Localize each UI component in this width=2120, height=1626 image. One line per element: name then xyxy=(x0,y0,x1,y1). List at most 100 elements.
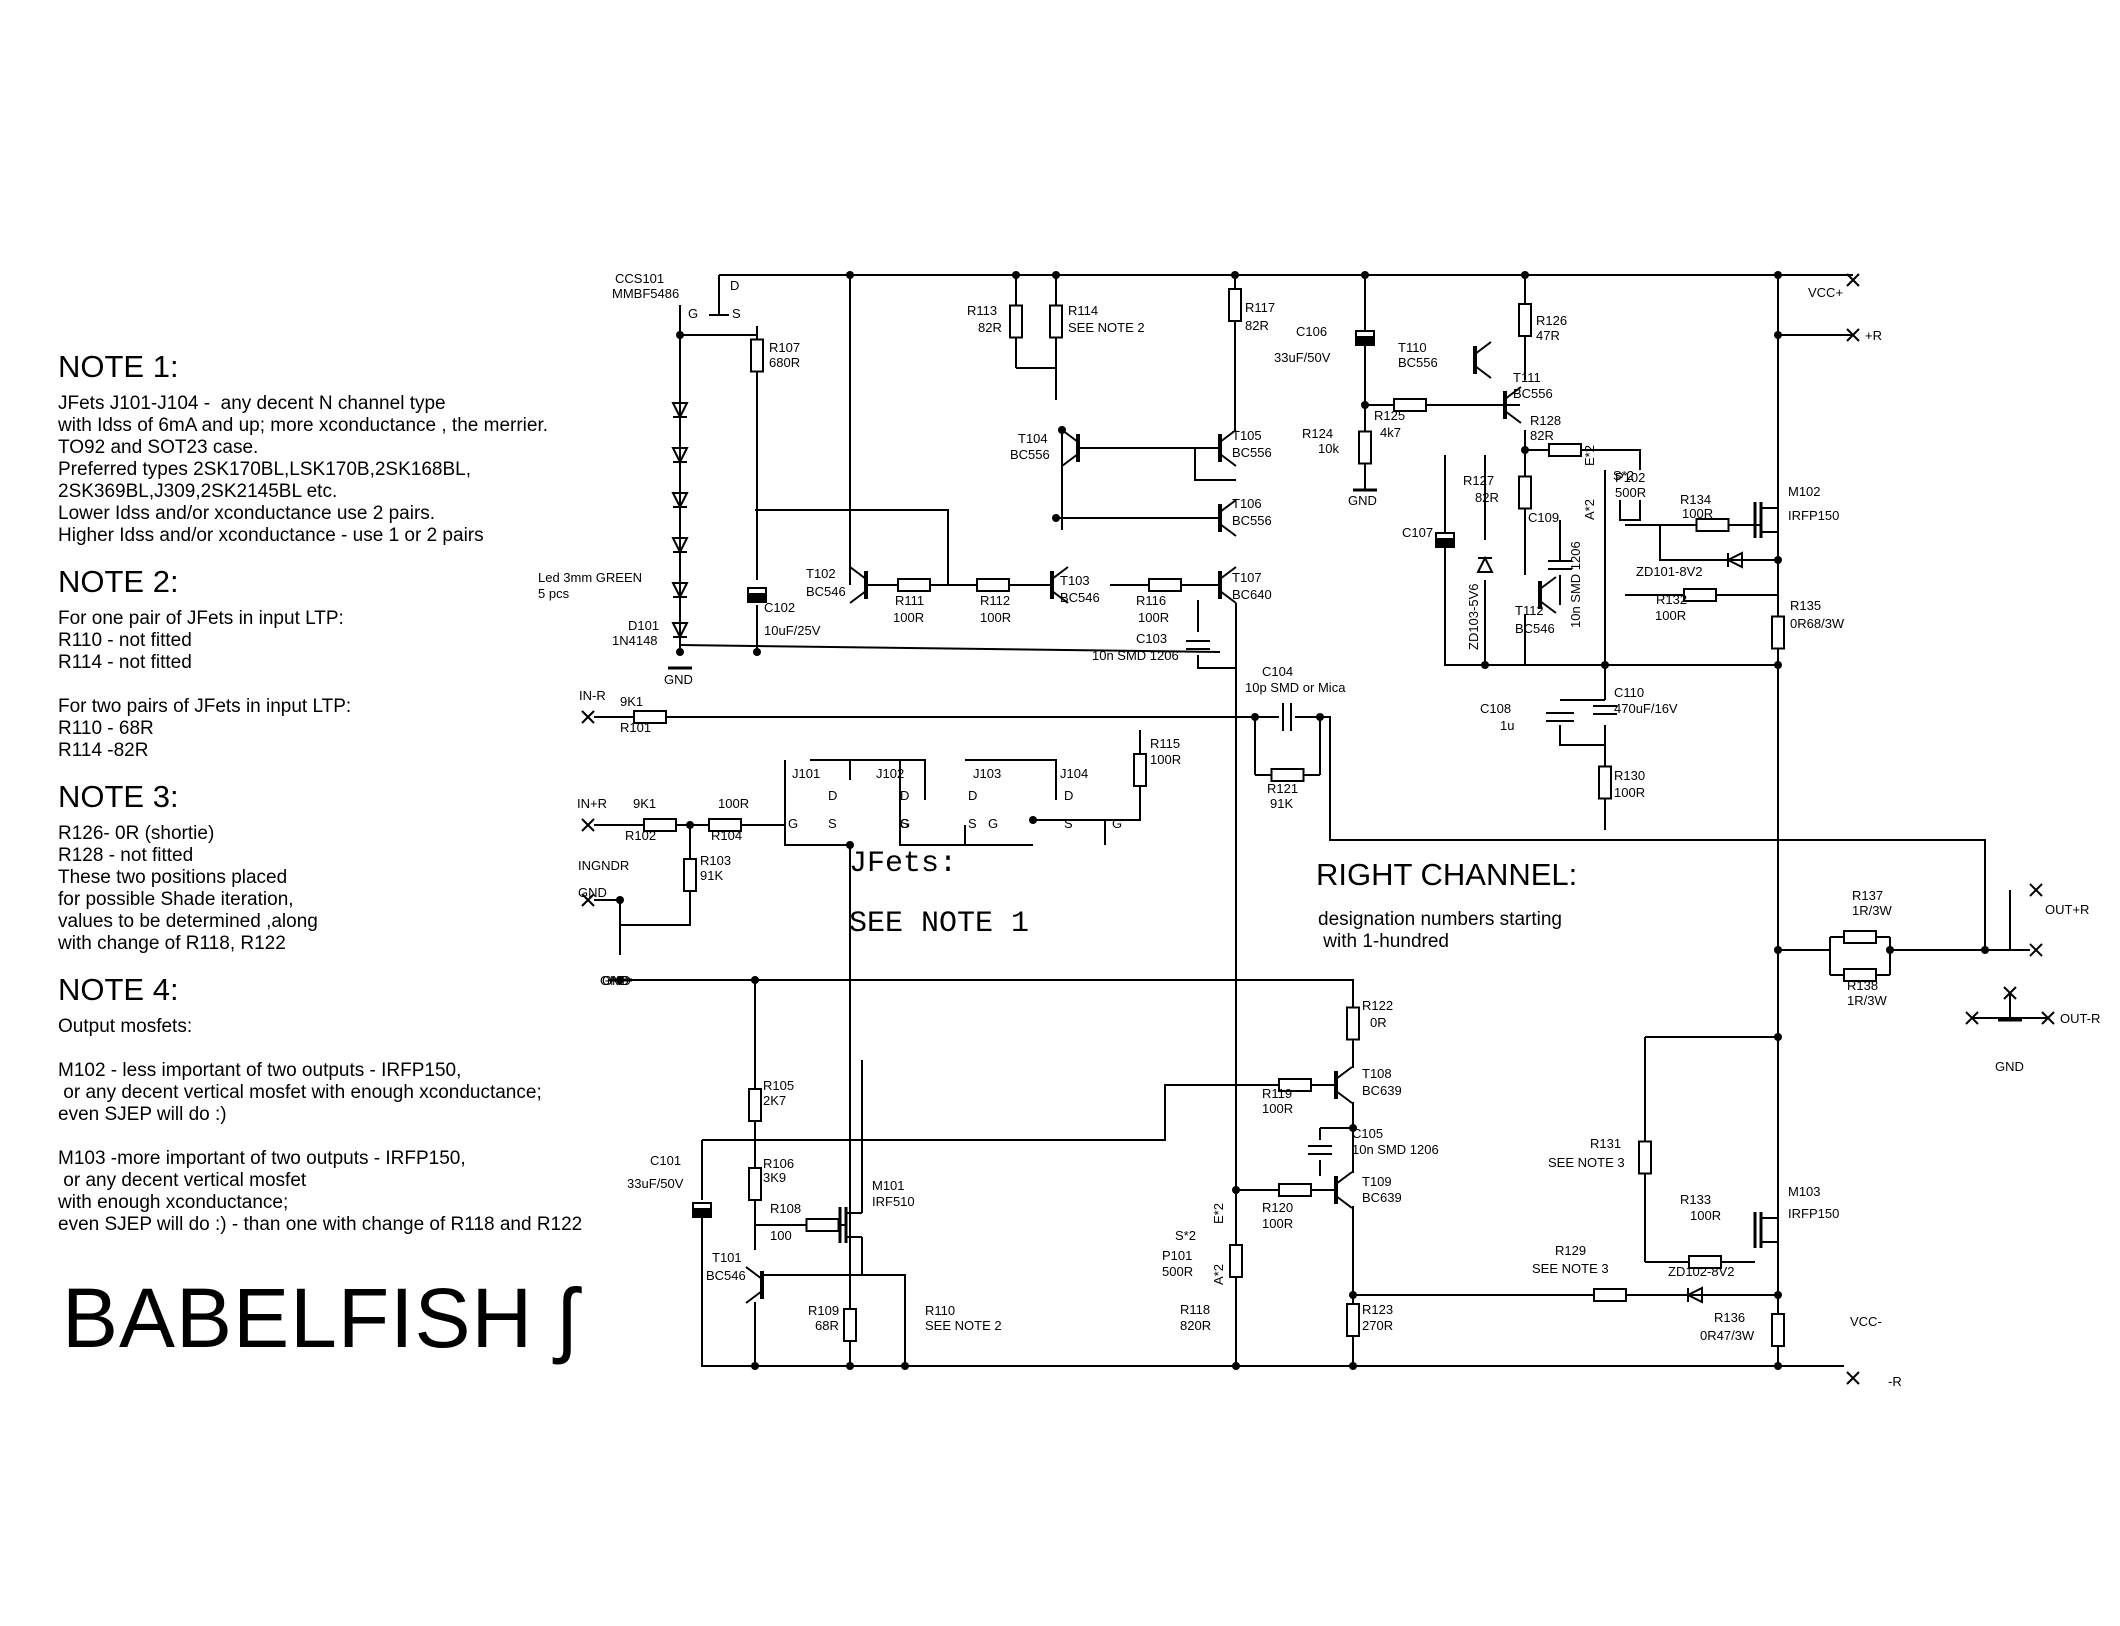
label-d101-n: D101 xyxy=(628,618,659,633)
note-line: JFets J101-J104 - any decent N channel t… xyxy=(58,393,446,414)
label-c102-v: 10uF/25V xyxy=(764,623,821,638)
junction-dot xyxy=(1774,661,1782,669)
transistor-lead xyxy=(1219,499,1237,513)
terminal-mark xyxy=(1846,273,1860,287)
label-r124-v: 10k xyxy=(1318,441,1339,456)
label-mr: -R xyxy=(1888,1374,1902,1389)
jfets-note-line-2: SEE NOTE 1 xyxy=(849,907,1029,941)
note-line: or any decent vertical mosfet with enoug… xyxy=(58,1082,542,1103)
junction-dot xyxy=(1231,271,1239,279)
label-t108-n: T108 xyxy=(1362,1066,1392,1081)
label-r138-n: R138 xyxy=(1847,978,1878,993)
transistor-lead xyxy=(1474,341,1492,355)
label-r114-v: SEE NOTE 2 xyxy=(1068,320,1145,335)
components xyxy=(581,273,2055,1385)
wire xyxy=(620,979,1354,1000)
resistor-body xyxy=(1133,753,1147,787)
resistor-body xyxy=(1771,615,1785,650)
diode-body xyxy=(671,492,689,510)
label-pin-g3: G xyxy=(988,816,998,831)
label-c104-v: 10p SMD or Mica xyxy=(1245,680,1346,695)
label-r119-n: R119 xyxy=(1262,1086,1292,1101)
label-pin-a2b: A*2 xyxy=(1582,499,1597,520)
label-r130-n: R130 xyxy=(1614,768,1645,783)
label-c105-n: C105 xyxy=(1352,1126,1383,1141)
transistor-lead xyxy=(849,566,867,580)
label-r132-n: R132 xyxy=(1656,592,1687,607)
junction-dot xyxy=(1349,1291,1357,1299)
label-r107-v: 680R xyxy=(769,355,800,370)
channel-line-2: with 1-hundred xyxy=(1318,931,1449,952)
transistor-lead xyxy=(1504,410,1522,424)
resistor-body xyxy=(1771,1313,1785,1347)
note-line: even SJEP will do :) - than one with cha… xyxy=(58,1214,583,1235)
junction-dot xyxy=(1052,271,1060,279)
label-ccs-name: CCS101 xyxy=(615,271,664,286)
diode-body xyxy=(671,537,689,555)
label-r136-v: 0R47/3W xyxy=(1700,1328,1755,1343)
label-m101-n: M101 xyxy=(872,1178,905,1193)
transistor-lead xyxy=(1051,566,1069,580)
resistor-body xyxy=(1598,765,1612,800)
wire xyxy=(965,759,1057,800)
terminal-mark xyxy=(1965,1011,1979,1025)
label-r133-v: 100R xyxy=(1690,1208,1721,1223)
label-r134-n: R134 xyxy=(1680,492,1711,507)
resistor-body xyxy=(843,1308,857,1342)
label-c105-v: 10n SMD 1206 xyxy=(1352,1142,1439,1157)
transistor-lead xyxy=(745,1266,763,1280)
label-r129-v: SEE NOTE 3 xyxy=(1532,1261,1609,1276)
transistor-lead xyxy=(1335,1090,1353,1104)
label-zd103: ZD103-5V6 xyxy=(1466,584,1481,650)
terminal-mark xyxy=(581,710,595,724)
wire xyxy=(1444,455,1778,666)
electrolytic-plate xyxy=(1435,532,1455,540)
resistor-body xyxy=(1518,303,1532,337)
schematic-title: BABELFISH ʃ xyxy=(62,1271,578,1365)
transistor-lead xyxy=(1539,600,1557,614)
label-r131-n: R131 xyxy=(1590,1136,1621,1151)
label-r122-n: R122 xyxy=(1362,998,1393,1013)
label-j101: J101 xyxy=(792,766,820,781)
junction-dot xyxy=(1251,713,1259,721)
label-c109-v: 10n SMD 1206 xyxy=(1568,541,1583,628)
junction-dot xyxy=(1774,1291,1782,1299)
note-line: These two positions placed xyxy=(58,867,288,888)
diode-body xyxy=(1685,1286,1703,1304)
resistor-body xyxy=(683,858,697,892)
junction-dot xyxy=(676,648,684,656)
terminal-mark xyxy=(581,818,595,832)
diode-body xyxy=(1476,555,1494,573)
label-pin-s2b: S*2 xyxy=(1613,468,1634,483)
junction-dot xyxy=(753,648,761,656)
label-r128-n: R128 xyxy=(1530,413,1561,428)
terminal-mark xyxy=(2041,1011,2055,1025)
label-r115-n: R115 xyxy=(1150,736,1180,751)
label-r134-v: 100R xyxy=(1682,506,1713,521)
label-r111-n: R111 xyxy=(895,593,924,608)
resistor-body xyxy=(897,578,931,592)
label-t110-v: BC556 xyxy=(1398,355,1438,370)
label-r138-v: 1R/3W xyxy=(1847,993,1887,1008)
resistor-body xyxy=(1548,443,1582,457)
label-c110-n: C110 xyxy=(1614,685,1644,700)
resistor-body xyxy=(1148,578,1182,592)
wire xyxy=(1559,725,1606,746)
label-vccm: VCC- xyxy=(1850,1314,1882,1329)
note-line: with enough xconductance; xyxy=(58,1192,289,1213)
junction-dot xyxy=(751,1362,759,1370)
label-pin-g4: G xyxy=(1112,816,1122,831)
label-r109-v: 68R xyxy=(815,1318,839,1333)
label-c109-n: C109 xyxy=(1528,510,1559,525)
label-t105-v: BC556 xyxy=(1232,445,1272,460)
note-line: values to be determined ,along xyxy=(58,911,318,932)
resistor-body xyxy=(1683,588,1717,602)
terminal-mark xyxy=(2029,883,2043,897)
note-line: with Idss of 6mA and up; more xconductan… xyxy=(58,415,549,436)
label-gnd5: GND xyxy=(602,973,631,988)
junction-dot xyxy=(1774,331,1782,339)
transistor-lead xyxy=(1474,365,1492,379)
note-heading: NOTE 1: xyxy=(58,349,179,384)
note-1: NOTE 1: JFets J101-J104 - any decent N ch… xyxy=(58,350,638,547)
label-j103: J103 xyxy=(973,766,1001,781)
